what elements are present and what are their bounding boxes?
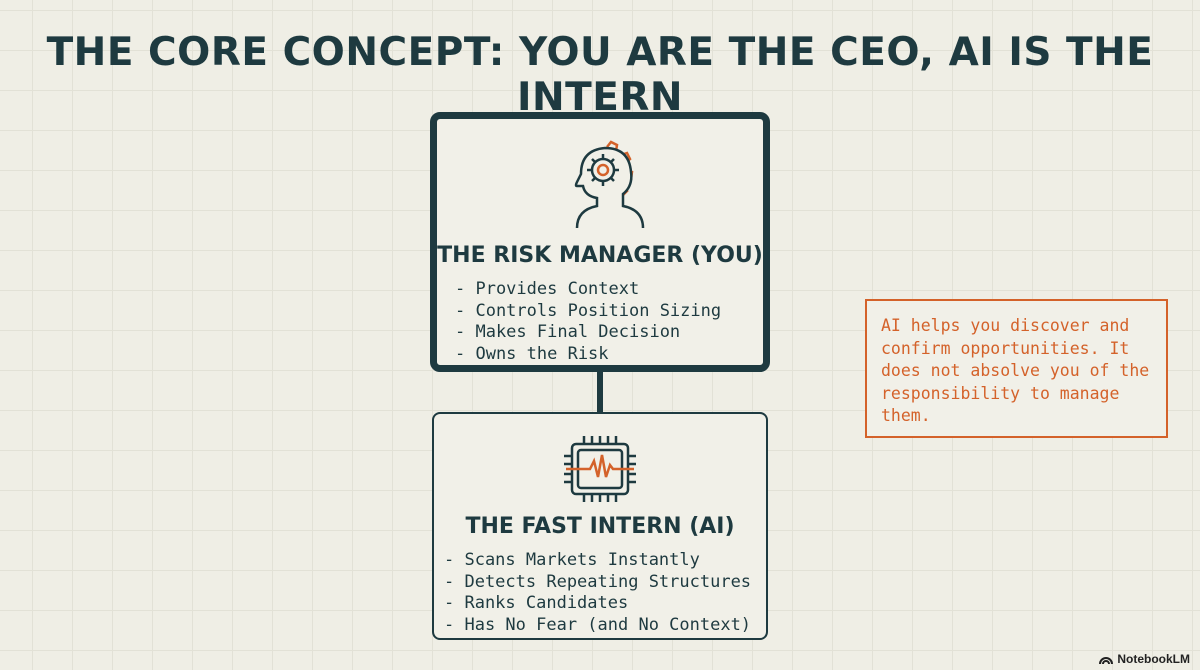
notebooklm-logo-icon bbox=[1099, 657, 1114, 664]
risk-manager-list: - Provides Context - Controls Position S… bbox=[455, 279, 721, 365]
head-gear-icon bbox=[574, 140, 645, 229]
list-item: - Provides Context bbox=[455, 279, 640, 299]
fast-intern-heading: THE FAST INTERN (AI) bbox=[465, 514, 735, 539]
fast-intern-box: THE FAST INTERN (AI) - Scans Markets Ins… bbox=[432, 412, 768, 640]
fast-intern-list: - Scans Markets Instantly - Detects Repe… bbox=[444, 550, 751, 636]
risk-manager-heading: THE RISK MANAGER (YOU) bbox=[437, 243, 763, 268]
chip-pulse-icon bbox=[564, 436, 636, 502]
list-item: - Scans Markets Instantly bbox=[444, 550, 700, 570]
list-item: - Has No Fear (and No Context) bbox=[444, 614, 752, 635]
list-item: - Makes Final Decision bbox=[455, 322, 681, 342]
callout-note: AI helps you discover and confirm opport… bbox=[865, 299, 1168, 438]
list-item: - Detects Repeating Structures bbox=[444, 571, 752, 592]
slide-title: THE CORE CONCEPT: YOU ARE THE CEO, AI IS… bbox=[46, 30, 1154, 120]
connector-line bbox=[597, 370, 603, 414]
brand-label: NotebookLM bbox=[1117, 652, 1190, 666]
notebooklm-brand: NotebookLM bbox=[1099, 652, 1190, 666]
list-item: - Controls Position Sizing bbox=[455, 300, 722, 321]
risk-manager-box: THE RISK MANAGER (YOU) - Provides Contex… bbox=[430, 112, 770, 372]
list-item: - Owns the Risk bbox=[455, 343, 609, 364]
list-item: - Ranks Candidates bbox=[444, 593, 629, 613]
